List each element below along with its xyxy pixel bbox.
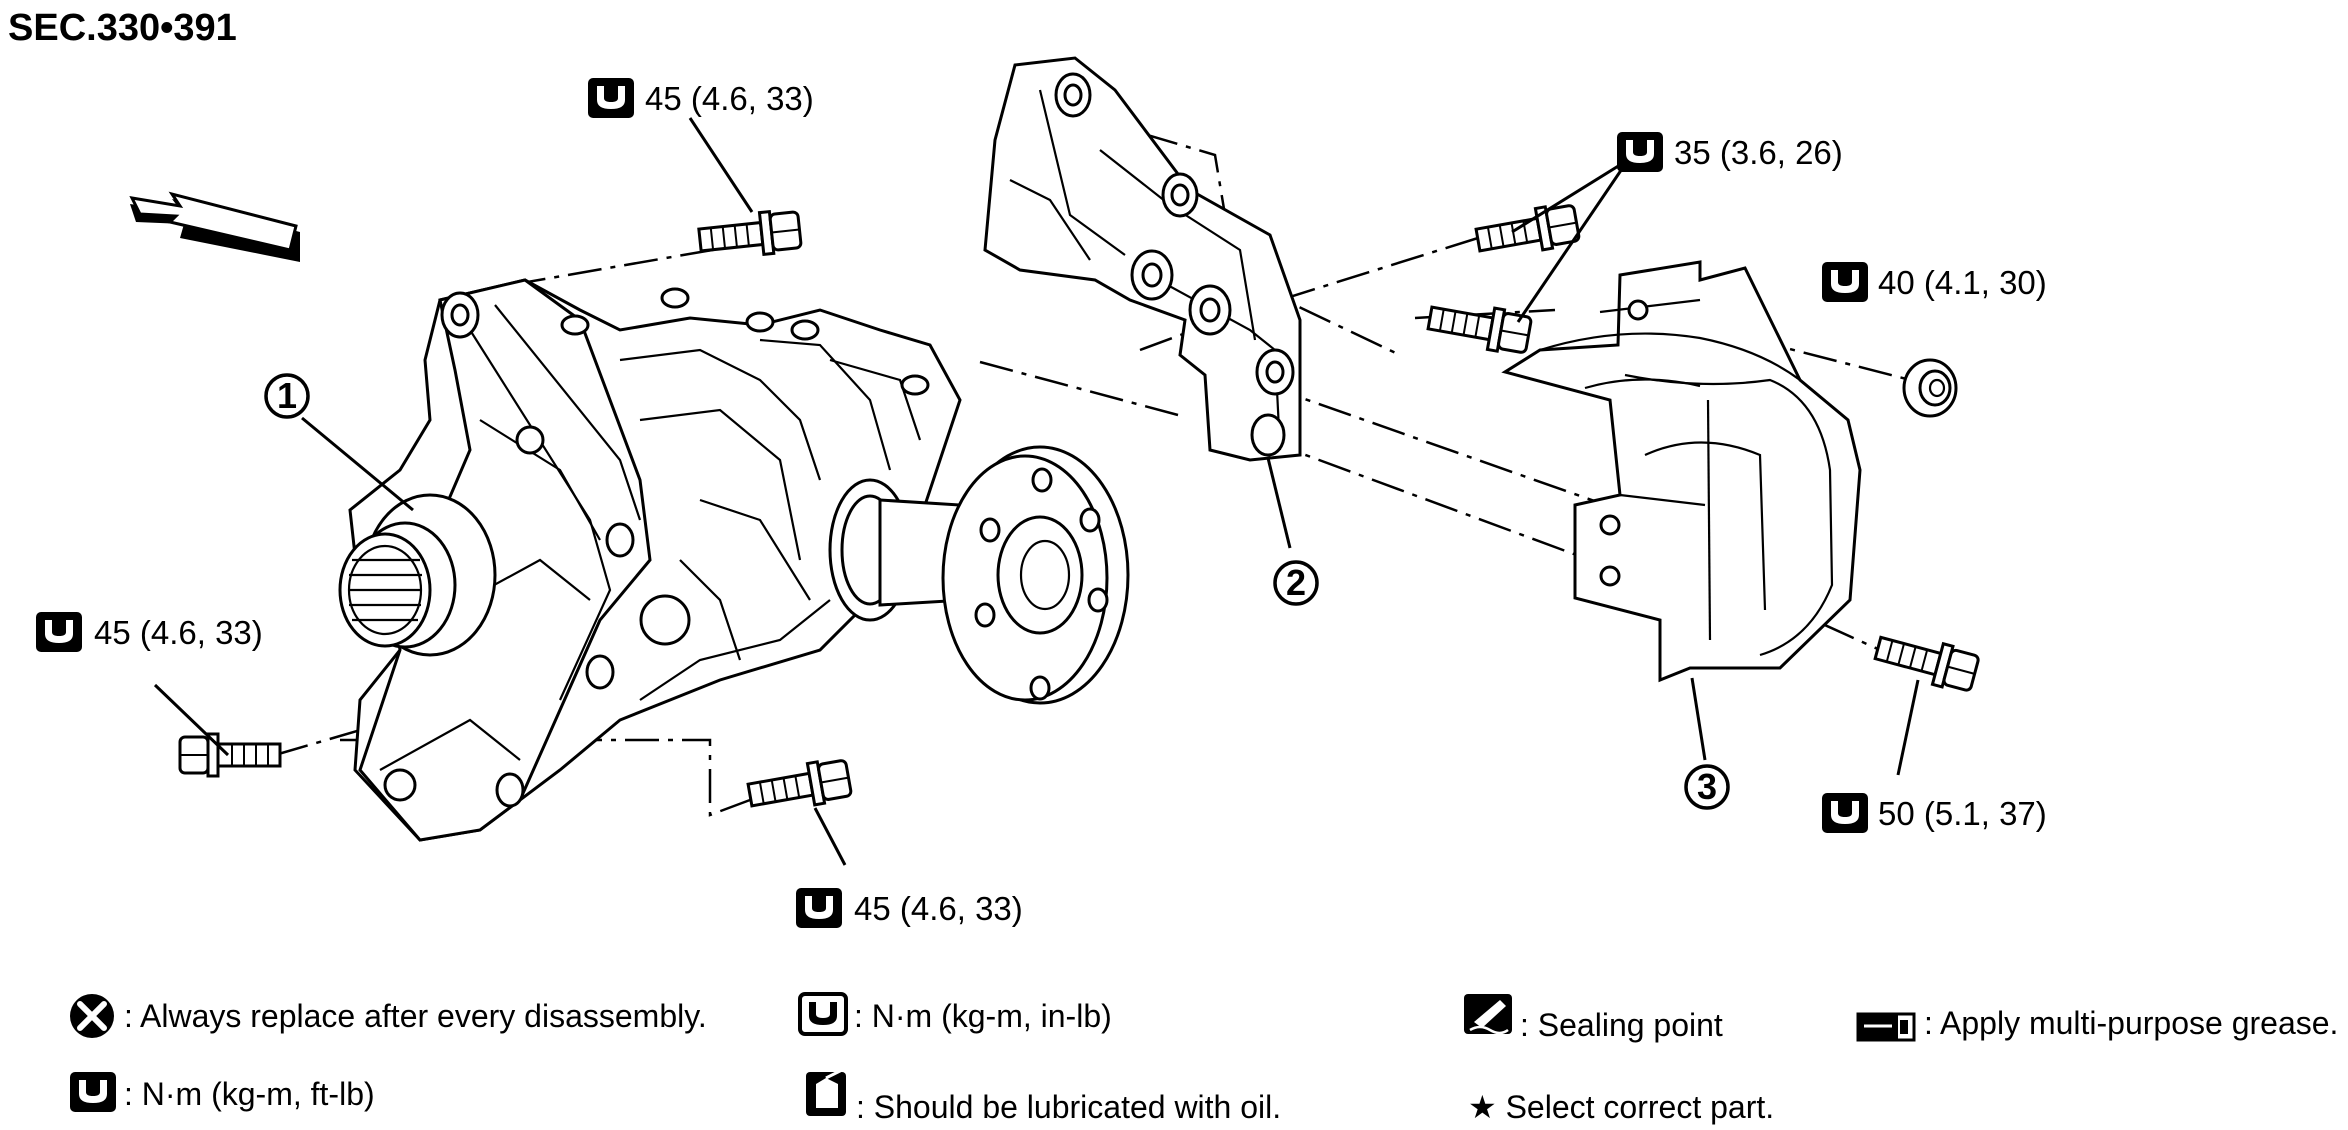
torque-label-damper-bolt: 50 (5.1, 37) bbox=[1822, 793, 2047, 833]
svg-text:35 (3.6, 26): 35 (3.6, 26) bbox=[1674, 134, 1843, 171]
svg-text:1: 1 bbox=[277, 375, 297, 416]
legend-oil: : Should be lubricated with oil. bbox=[806, 1068, 1281, 1125]
torque-label-left-bolt: 45 (4.6, 33) bbox=[36, 612, 263, 652]
torque-label-bracket-bolts: 35 (3.6, 26) bbox=[1617, 132, 1843, 172]
svg-text:45 (4.6, 33): 45 (4.6, 33) bbox=[94, 614, 263, 651]
oil-can-icon bbox=[806, 1068, 846, 1116]
callout-part-1: 1 bbox=[264, 373, 310, 419]
callout-part-2: 2 bbox=[1273, 560, 1319, 606]
part-2-bracket bbox=[983, 56, 1302, 462]
damper-bolt bbox=[1871, 626, 1982, 696]
legend-torque-ftlb: : N·m (kg-m, ft-lb) bbox=[70, 1072, 375, 1112]
replace-x-icon bbox=[70, 994, 114, 1038]
svg-text:: Always replace after every d: : Always replace after every disassembly… bbox=[124, 998, 707, 1034]
legend-replace: : Always replace after every disassembly… bbox=[70, 994, 707, 1038]
torque-wrench-inlb-icon bbox=[798, 992, 848, 1036]
leader-lines bbox=[153, 117, 1920, 866]
torque-label-lower-bolt: 45 (4.6, 33) bbox=[796, 888, 1023, 928]
svg-text:: N·m (kg-m, in-lb): : N·m (kg-m, in-lb) bbox=[854, 998, 1112, 1034]
part-1-final-drive bbox=[338, 278, 1130, 842]
section-number: SEC.330•391 bbox=[8, 7, 237, 49]
svg-text:: Apply multi-purpose grease.: : Apply multi-purpose grease. bbox=[1924, 1005, 2338, 1041]
svg-text:40 (4.1, 30): 40 (4.1, 30) bbox=[1878, 264, 2047, 301]
torque-wrench-icon bbox=[588, 78, 634, 118]
front-direction-arrow-icon bbox=[129, 191, 300, 262]
torque-label-top-bolt: 45 (4.6, 33) bbox=[588, 78, 814, 118]
torque-wrench-icon bbox=[70, 1072, 116, 1112]
legend-select-part: ★ Select correct part. bbox=[1468, 1089, 1774, 1125]
top-left-bolt bbox=[696, 207, 804, 263]
grease-gun-icon bbox=[1856, 1012, 1916, 1042]
svg-text:50 (5.1, 37): 50 (5.1, 37) bbox=[1878, 795, 2047, 832]
torque-wrench-icon bbox=[796, 888, 842, 928]
svg-text:45 (4.6, 33): 45 (4.6, 33) bbox=[645, 80, 814, 117]
torque-label-damper-nut: 40 (4.1, 30) bbox=[1822, 262, 2047, 302]
svg-text:2: 2 bbox=[1286, 562, 1306, 603]
svg-text:: Sealing point: : Sealing point bbox=[1520, 1007, 1723, 1043]
torque-wrench-icon bbox=[1822, 262, 1868, 302]
damper-nut bbox=[1902, 358, 1958, 418]
legend-torque-inlb: : N·m (kg-m, in-lb) bbox=[798, 992, 1112, 1036]
legend: : Always replace after every disassembly… bbox=[70, 992, 2338, 1125]
sealing-point-icon bbox=[1464, 994, 1512, 1035]
svg-text:3: 3 bbox=[1697, 766, 1717, 807]
svg-text:: N·m (kg-m, ft-lb): : N·m (kg-m, ft-lb) bbox=[124, 1076, 375, 1112]
left-bolt bbox=[178, 732, 282, 778]
torque-wrench-icon bbox=[36, 612, 82, 652]
bracket-bolt-lower bbox=[1424, 295, 1534, 358]
svg-text:45 (4.6, 33): 45 (4.6, 33) bbox=[854, 890, 1023, 927]
part-3-damper bbox=[1501, 260, 1862, 683]
torque-wrench-icon bbox=[1617, 132, 1663, 172]
callout-part-3: 3 bbox=[1684, 764, 1730, 810]
svg-text:: Should be lubricated with oi: : Should be lubricated with oil. bbox=[856, 1089, 1281, 1125]
lower-bolt bbox=[744, 755, 854, 818]
torque-wrench-icon bbox=[1822, 793, 1868, 833]
legend-grease: : Apply multi-purpose grease. bbox=[1856, 1005, 2338, 1042]
legend-sealing: : Sealing point bbox=[1464, 994, 1723, 1043]
